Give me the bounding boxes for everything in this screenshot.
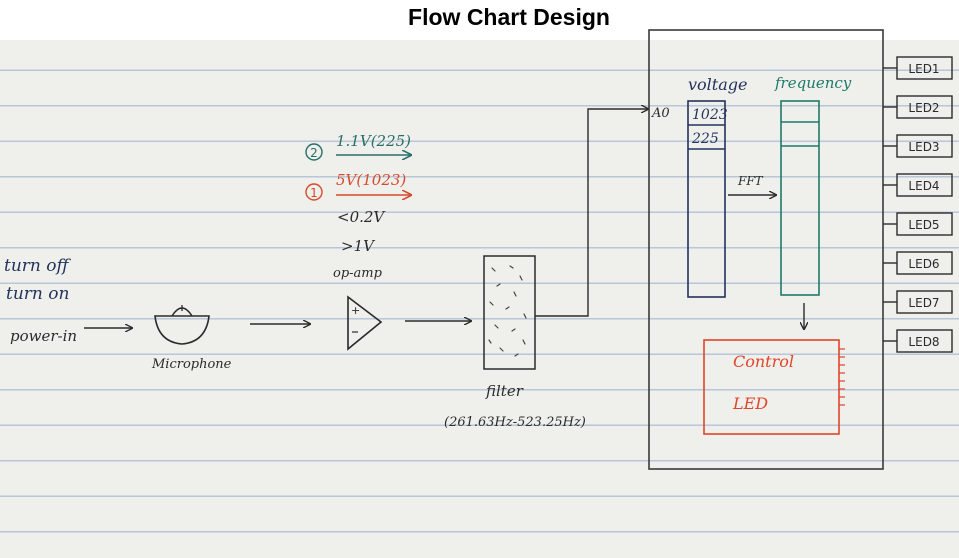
frequency-column <box>780 100 820 296</box>
led-box <box>896 251 953 275</box>
op-amp-icon: + <box>347 295 383 351</box>
microphone-label: Microphone <box>151 357 232 372</box>
control-led-block <box>703 339 845 435</box>
voltage-high-label: >1V <box>341 237 376 255</box>
led-box <box>896 212 953 236</box>
op-amp-label: op-amp <box>333 266 383 281</box>
voltage-column <box>687 100 726 298</box>
signal-2-marker: 2 <box>305 143 323 161</box>
turn-on-label: turn on <box>6 284 69 304</box>
signal-1-label: 5V(1023) <box>336 171 406 189</box>
signal-2-label: 1.1V(225) <box>336 132 411 150</box>
led-box <box>896 329 953 353</box>
led-label: LED6 <box>908 257 939 271</box>
microcontroller-board <box>648 29 884 470</box>
led-label: LED4 <box>908 179 939 193</box>
marker-1-text: 1 <box>310 186 318 200</box>
led-label: LED7 <box>908 296 939 310</box>
voltage-low-label: <0.2V <box>337 208 386 226</box>
led-label: LED3 <box>908 140 939 154</box>
marker-2-text: 2 <box>310 146 318 160</box>
voltage-cell-1023: 1023 <box>692 107 728 123</box>
led-label: LED2 <box>908 101 939 115</box>
a0-pin-label: A0 <box>651 106 670 121</box>
power-in-label: power-in <box>10 327 77 345</box>
led-label: LED8 <box>908 335 939 349</box>
title-band <box>0 0 959 40</box>
led-box <box>896 95 953 119</box>
led-label: LED5 <box>908 218 939 232</box>
led-box <box>896 290 953 314</box>
microphone-icon <box>154 305 210 345</box>
voltage-label: voltage <box>688 75 747 94</box>
page-title: Flow Chart Design <box>408 4 610 30</box>
turn-off-label: turn off <box>4 256 71 276</box>
control-label: Control <box>733 352 794 371</box>
filter-label: filter <box>485 382 524 400</box>
fft-label: FFT <box>737 174 764 188</box>
frequency-label: frequency <box>774 74 852 92</box>
led-box <box>896 56 953 80</box>
led-box <box>896 173 953 197</box>
led-label: LED1 <box>908 62 939 76</box>
voltage-cell-225: 225 <box>691 131 719 147</box>
filter-range-label: (261.63Hz-523.25Hz) <box>444 415 586 430</box>
svg-text:+: + <box>351 304 360 317</box>
arrow-filter-to-a0 <box>535 109 648 317</box>
filter-block <box>483 255 536 370</box>
led-box <box>896 134 953 158</box>
led-label: LED <box>732 394 768 413</box>
signal-1-marker: 1 <box>305 183 323 201</box>
